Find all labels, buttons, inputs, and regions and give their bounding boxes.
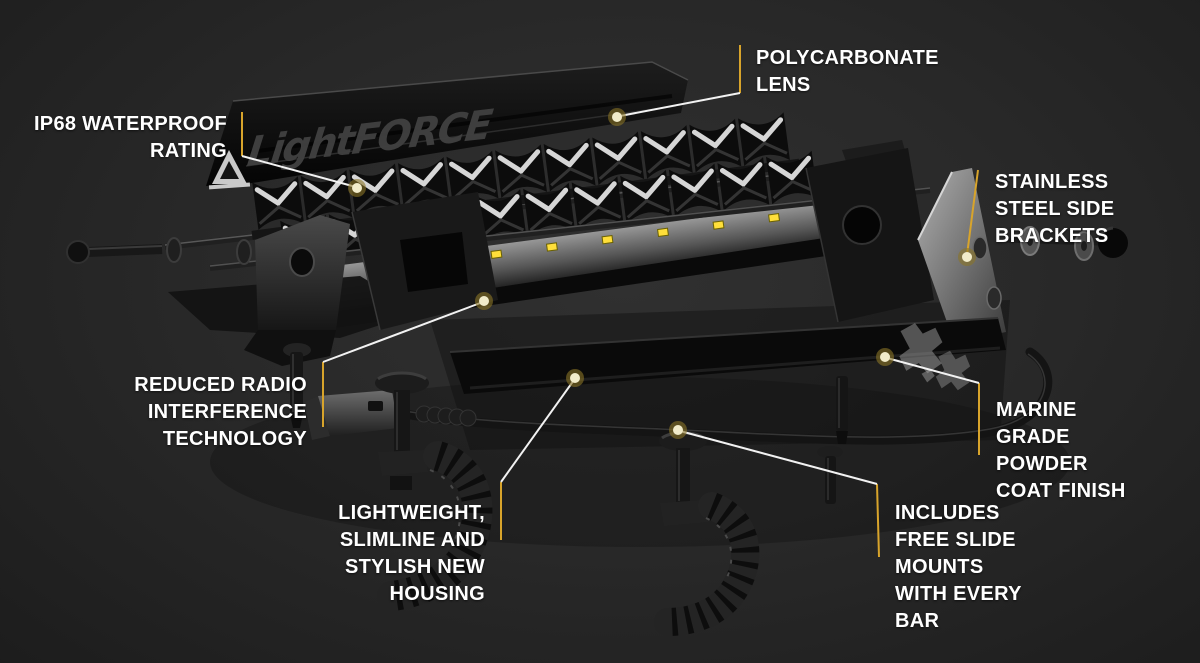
callout-label-reduced-radio-interference: REDUCED RADIO INTERFERENCE TECHNOLOGY [134,372,307,453]
callout-lines [241,45,980,558]
callout-anchor-dots [348,108,976,439]
strain-relief [415,405,477,427]
left-mount-bolt [66,240,163,264]
callout-line: MARINE [996,399,1077,421]
triangle-logo-icon [208,150,251,190]
callout-dot-ip68 [348,179,366,197]
callout-line: REDUCED RADIO [134,374,307,396]
callout-label-ip68-waterproof-rating: IP68 WATERPROOF RATING [34,111,227,165]
right-end-bracket [805,140,1128,342]
callout-line: BAR [895,610,940,632]
callout-line: IP68 WATERPROOF [33,113,227,135]
slide-mount-a [375,371,493,611]
callout-label-marine-grade-powder-coat: MARINE GRADE POWDER COAT FINISH [996,397,1126,505]
callout-line: STEEL SIDE [995,198,1115,220]
left-vertical-bolt [283,343,311,428]
deutsch-connector [304,390,398,440]
mount-bolt-d [817,446,843,504]
callout-label-free-slide-mounts: INCLUDES FREE SLIDE MOUNTS WITH EVERY BA… [895,500,1022,635]
callout-line: STAINLESS [995,171,1109,193]
callout-line: COAT FINISH [996,480,1126,502]
callout-line: POLYCARBONATE [756,47,939,69]
callout-dot-powder [876,348,894,366]
callout-line: STYLISH NEW [345,556,485,578]
callout-line: LENS [756,74,811,96]
graffiti-logo-icon [899,323,971,391]
callout-line: INTERFERENCE [147,401,307,423]
left-end-bracket [66,192,498,428]
callout-dot-lens [608,108,626,126]
callout-line: POWDER [996,453,1088,475]
callout-line: GRADE [996,426,1070,448]
right-washers [1005,226,1101,261]
callout-dot-bracket [958,248,976,266]
bottom-mounting-rail [449,317,1006,394]
callout-line: WITH EVERY [895,583,1022,605]
wiring-harness-cable [304,347,1053,445]
callout-line: MOUNTS [895,556,984,578]
callout-line: INCLUDES [895,502,1000,524]
callout-line: BRACKETS [995,225,1109,247]
mount-bolt-c [827,364,857,444]
callout-line: TECHNOLOGY [162,428,307,450]
callout-dot-mounts [669,421,687,439]
callout-line: SLIMLINE AND [339,529,485,551]
callout-line: FREE SLIDE [895,529,1016,551]
callout-label-polycarbonate-lens: POLYCARBONATE LENS [756,45,939,99]
callout-label-stainless-steel-side-brackets: STAINLESS STEEL SIDE BRACKETS [995,169,1114,250]
right-knob-bolt [1098,226,1128,258]
callout-line: RATING [150,140,227,162]
left-washers [166,237,252,265]
callout-dot-housing [566,369,584,387]
callout-line: HOUSING [389,583,485,605]
callout-label-lightweight-housing: LIGHTWEIGHT, SLIMLINE AND STYLISH NEW HO… [338,500,485,608]
callout-dot-radio [475,292,493,310]
callout-line: LIGHTWEIGHT, [338,502,485,524]
